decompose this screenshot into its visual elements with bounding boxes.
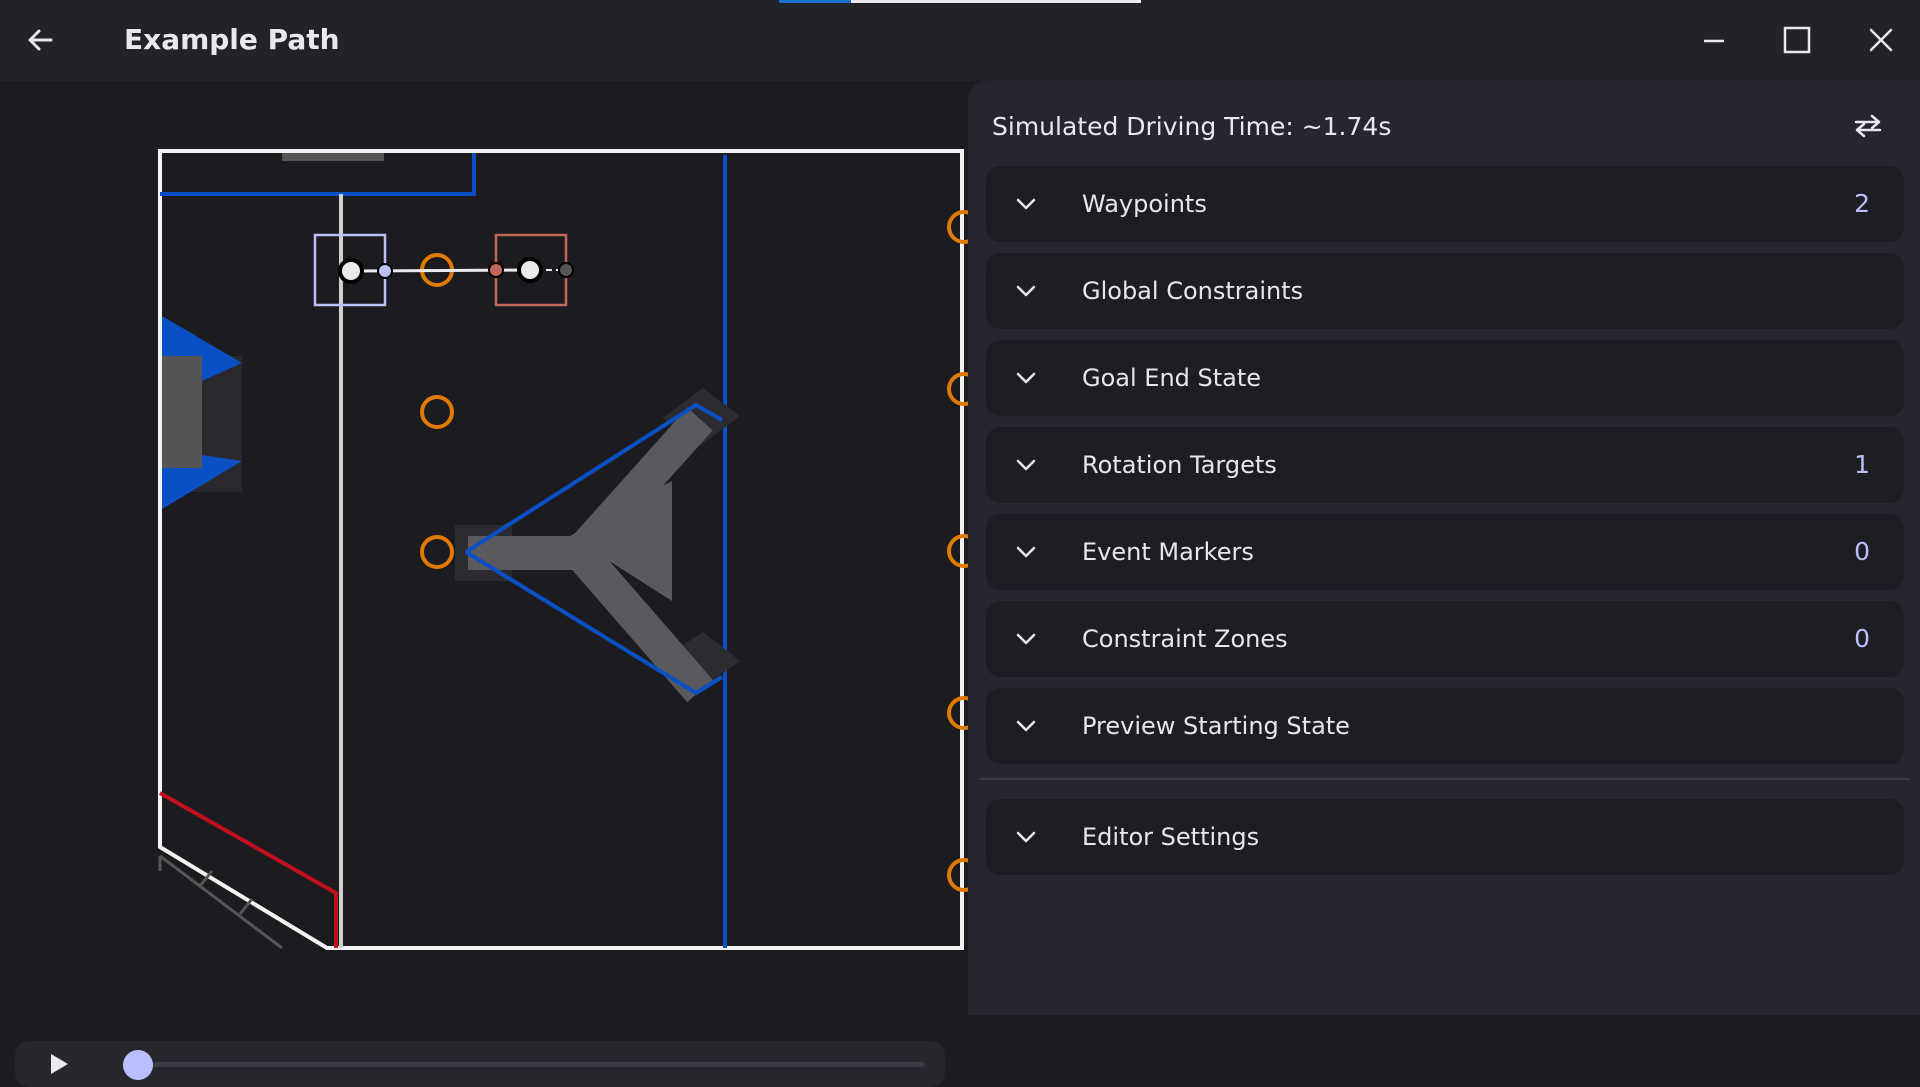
end-control-point[interactable] — [488, 262, 504, 278]
stage-arms — [468, 407, 713, 703]
section-preview-starting-state[interactable]: Preview Starting State — [986, 688, 1904, 764]
section-editor-settings[interactable]: Editor Settings — [986, 799, 1904, 875]
note-marker — [947, 534, 968, 568]
end-waypoint-anchor[interactable] — [517, 257, 543, 283]
swap-button[interactable] — [1848, 106, 1888, 146]
back-button[interactable] — [20, 20, 60, 60]
note-marker — [420, 395, 454, 429]
loading-indicator — [779, 0, 851, 3]
section-label: Preview Starting State — [1082, 712, 1350, 740]
stage-center — [570, 481, 672, 601]
field-editor[interactable] — [0, 81, 968, 1087]
section-waypoints[interactable]: Waypoints 2 — [986, 166, 1904, 242]
speaker-subwoofer — [162, 356, 202, 468]
arrow-left-icon — [28, 29, 53, 51]
note-marker — [947, 372, 968, 406]
chevron-down-icon — [1012, 538, 1040, 566]
end-rotation-point[interactable] — [558, 262, 574, 278]
swap-arrows-icon — [1854, 114, 1882, 138]
note-marker — [947, 858, 968, 892]
red-zone-line — [159, 791, 338, 948]
section-label: Constraint Zones — [1082, 625, 1288, 653]
playback-bar — [15, 1041, 945, 1087]
section-label: Global Constraints — [1082, 277, 1304, 305]
simulated-driving-time: Simulated Driving Time: ~1.74s — [992, 112, 1392, 141]
section-goal-end-state[interactable]: Goal End State — [986, 340, 1904, 416]
chevron-down-icon — [1012, 823, 1040, 851]
close-button[interactable] — [1859, 18, 1903, 62]
section-count: 0 — [1854, 624, 1870, 653]
field-canvas[interactable] — [0, 81, 968, 1015]
section-label: Rotation Targets — [1082, 451, 1277, 479]
chevron-down-icon — [1012, 712, 1040, 740]
section-count: 0 — [1854, 537, 1870, 566]
sidebar: Simulated Driving Time: ~1.74s Waypoints… — [968, 81, 1920, 1015]
note-marker — [947, 210, 968, 244]
loading-indicator-track — [851, 0, 1141, 3]
start-control-point[interactable] — [377, 263, 393, 279]
maximize-icon — [1783, 26, 1811, 54]
play-button[interactable] — [45, 1050, 73, 1078]
section-divider — [980, 778, 1910, 780]
source-hatch — [158, 854, 283, 950]
title-bar: Example Path — [0, 0, 1920, 81]
close-icon — [1869, 28, 1893, 52]
playback-slider-thumb[interactable] — [123, 1050, 153, 1080]
minimize-icon — [1704, 39, 1724, 43]
stage-blue-border — [464, 402, 724, 696]
note-marker — [947, 696, 968, 730]
section-label: Event Markers — [1082, 538, 1254, 566]
minimize-button[interactable] — [1692, 18, 1736, 62]
section-count: 1 — [1854, 450, 1870, 479]
section-rotation-targets[interactable]: Rotation Targets 1 — [986, 427, 1904, 503]
blue-source-zone — [160, 153, 476, 196]
section-label: Goal End State — [1082, 364, 1262, 392]
start-waypoint-anchor[interactable] — [338, 258, 364, 284]
maximize-button[interactable] — [1775, 18, 1819, 62]
chevron-down-icon — [1012, 625, 1040, 653]
play-icon — [51, 1054, 68, 1074]
section-count: 2 — [1854, 189, 1870, 218]
section-label: Editor Settings — [1082, 823, 1260, 851]
section-event-markers[interactable]: Event Markers 0 — [986, 514, 1904, 590]
page-title: Example Path — [124, 23, 340, 56]
amp-rect — [282, 153, 384, 161]
note-marker — [420, 535, 454, 569]
section-global-constraints[interactable]: Global Constraints — [986, 253, 1904, 329]
chevron-down-icon — [1012, 364, 1040, 392]
chevron-down-icon — [1012, 277, 1040, 305]
chevron-down-icon — [1012, 451, 1040, 479]
playback-slider[interactable] — [122, 1062, 925, 1067]
chevron-down-icon — [1012, 190, 1040, 218]
section-label: Waypoints — [1082, 190, 1207, 218]
section-constraint-zones[interactable]: Constraint Zones 0 — [986, 601, 1904, 677]
field-border — [158, 149, 964, 950]
